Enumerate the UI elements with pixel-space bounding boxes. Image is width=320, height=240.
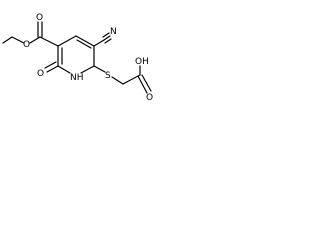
atom-ring-nh: NH (70, 73, 84, 83)
bond-ethyl-ch3-ch2 (2, 36, 13, 44)
bond-ethyl-ch2-o (11, 36, 25, 44)
bond-ester-ring (39, 36, 59, 47)
bond-ch2-cooh (122, 74, 141, 85)
bond-ring-c3-c4 (57, 35, 77, 47)
atom-ester-o-carbonyl: O (36, 13, 43, 23)
bond-s-ch2 (111, 76, 124, 85)
bond-ring-c4-c5-double (76, 39, 92, 49)
bond-acid-carbonyl-1 (137, 75, 148, 94)
bond-ring-c6-n1 (80, 65, 95, 74)
bond-ring-n1-c2 (57, 65, 71, 74)
bond-ring-c4-c5 (75, 35, 95, 47)
bond-ring-carbonyl-1 (46, 65, 59, 73)
bond-acid-carbonyl-2 (141, 74, 152, 92)
bond-nitrile-c (93, 39, 105, 47)
atom-thio-s: S (105, 71, 111, 81)
bond-nitrile-triple-3 (104, 38, 112, 44)
bond-c6-s (93, 65, 106, 73)
chemical-structure: O O O NH N S OH O (2, 13, 153, 103)
atom-ester-o-ether: O (23, 40, 30, 50)
bond-ring-carbonyl-2 (44, 61, 57, 69)
atom-acid-oh: OH (135, 57, 149, 67)
bond-ester-o-c (29, 36, 41, 44)
bond-nitrile-triple-1 (103, 35, 111, 41)
atom-acid-o: O (146, 93, 153, 103)
atom-nitrile-n: N (110, 27, 117, 37)
bond-nitrile-triple-2 (102, 32, 110, 38)
atom-ring-o: O (37, 69, 44, 79)
